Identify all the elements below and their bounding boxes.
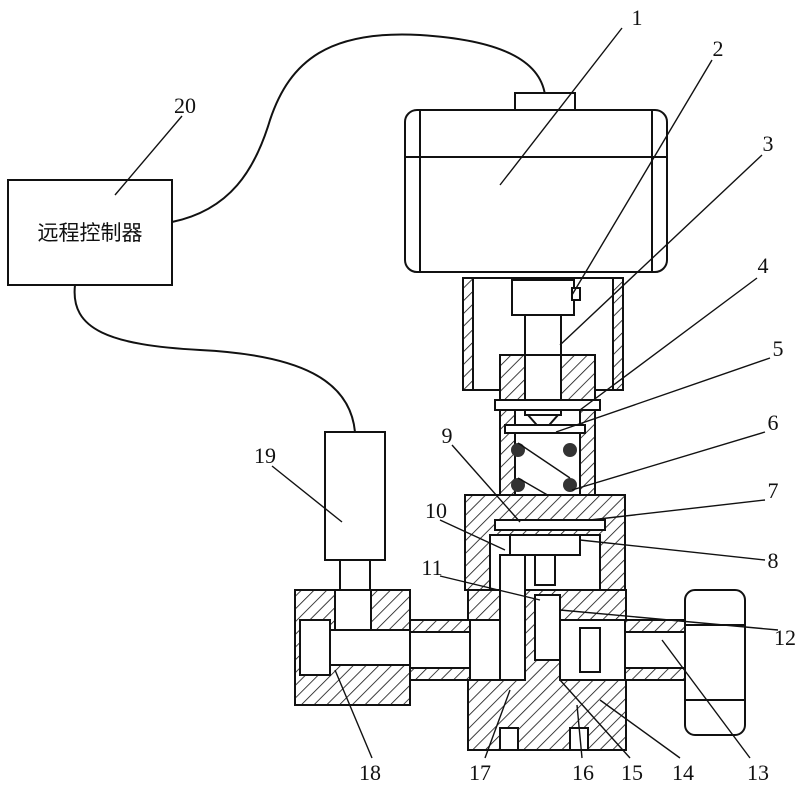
- label-8: 8: [768, 548, 779, 573]
- cable-actuator: [171, 33, 546, 223]
- label-7: 7: [768, 478, 779, 503]
- label-20: 20: [174, 93, 196, 118]
- actuator: [404, 92, 668, 273]
- right-fitting: [579, 589, 746, 736]
- label-17: 17: [469, 760, 491, 785]
- label-2: 2: [713, 36, 724, 61]
- label-10: 10: [425, 498, 447, 523]
- leader-lines: [114, 27, 779, 759]
- valve-upper-body: [464, 354, 626, 591]
- pressure-sensor: [324, 431, 386, 591]
- remote-controller: 远程控制器: [7, 179, 173, 286]
- controller-label: 远程控制器: [38, 221, 143, 245]
- label-9: 9: [442, 423, 453, 448]
- label-13: 13: [747, 760, 769, 785]
- label-18: 18: [359, 760, 381, 785]
- label-3: 3: [763, 131, 774, 156]
- label-6: 6: [768, 410, 779, 435]
- left-fitting: [294, 589, 471, 706]
- cable-sensor: [73, 284, 356, 433]
- label-12: 12: [774, 625, 796, 650]
- label-11: 11: [421, 555, 442, 580]
- label-19: 19: [254, 443, 276, 468]
- label-16: 16: [572, 760, 594, 785]
- label-15: 15: [621, 760, 643, 785]
- label-1: 1: [632, 5, 643, 30]
- label-14: 14: [672, 760, 694, 785]
- label-4: 4: [758, 253, 769, 278]
- label-5: 5: [773, 336, 784, 361]
